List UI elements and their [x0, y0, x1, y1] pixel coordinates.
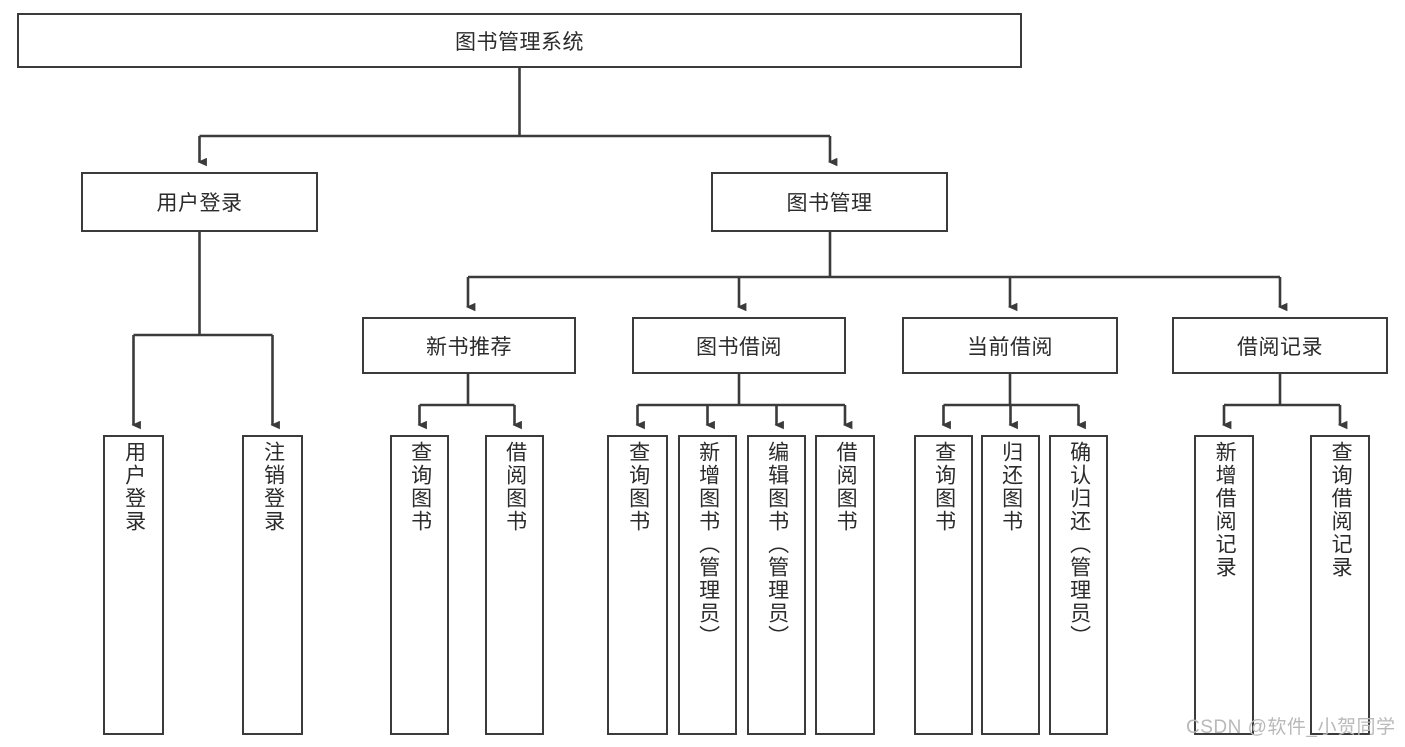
leaf-borrow-book-recommend[interactable]: 借阅图书	[485, 435, 544, 735]
leaf-label: 新增图书（管理员）	[696, 441, 720, 648]
leaf-label: 归还图书	[999, 441, 1023, 533]
node-book-management[interactable]: 图书管理	[711, 172, 948, 232]
node-new-book-recommendation-label: 新书推荐	[426, 335, 512, 359]
leaf-edit-book-admin[interactable]: 编辑图书（管理员）	[747, 435, 806, 735]
leaf-query-borrow-record[interactable]: 查询借阅记录	[1310, 435, 1370, 735]
leaf-label: 查询借阅记录	[1329, 441, 1353, 579]
leaf-add-borrow-record[interactable]: 新增借阅记录	[1194, 435, 1254, 735]
node-book-management-label: 图书管理	[786, 192, 873, 215]
leaf-label: 查询图书	[408, 441, 432, 533]
node-root-label: 图书管理系统	[455, 30, 584, 54]
watermark: CSDN @软件_小贺同学	[1186, 717, 1396, 738]
leaf-label: 注销登录	[261, 441, 285, 533]
node-borrow-record[interactable]: 借阅记录	[1172, 317, 1388, 374]
node-book-borrow[interactable]: 图书借阅	[632, 317, 846, 374]
node-new-book-recommendation[interactable]: 新书推荐	[362, 317, 576, 374]
leaf-borrow-book[interactable]: 借阅图书	[815, 435, 875, 735]
node-user-login-label: 用户登录	[156, 192, 243, 215]
leaf-return-book[interactable]: 归还图书	[981, 435, 1040, 735]
node-root[interactable]: 图书管理系统	[17, 13, 1022, 68]
leaf-label: 确认归还（管理员）	[1067, 441, 1091, 648]
node-current-borrow-label: 当前借阅	[967, 335, 1053, 359]
leaf-label: 查询图书	[626, 441, 650, 533]
node-user-login[interactable]: 用户登录	[81, 172, 318, 232]
leaf-add-book-admin[interactable]: 新增图书（管理员）	[678, 435, 737, 735]
leaf-query-book-borrow[interactable]: 查询图书	[607, 435, 668, 735]
leaf-label: 借阅图书	[834, 441, 858, 533]
leaf-logout[interactable]: 注销登录	[242, 435, 303, 735]
leaf-label: 编辑图书（管理员）	[765, 441, 789, 648]
leaf-label: 新增借阅记录	[1213, 441, 1237, 579]
leaf-label: 用户登录	[122, 441, 146, 533]
node-book-borrow-label: 图书借阅	[696, 335, 782, 359]
leaf-label: 查询图书	[932, 441, 956, 533]
leaf-user-login[interactable]: 用户登录	[103, 435, 164, 735]
leaf-confirm-return-admin[interactable]: 确认归还（管理员）	[1049, 435, 1108, 735]
leaf-query-book-recommend[interactable]: 查询图书	[390, 435, 449, 735]
node-borrow-record-label: 借阅记录	[1237, 335, 1323, 359]
leaf-query-book-current[interactable]: 查询图书	[914, 435, 973, 735]
node-current-borrow[interactable]: 当前借阅	[902, 317, 1118, 374]
leaf-label: 借阅图书	[503, 441, 527, 533]
